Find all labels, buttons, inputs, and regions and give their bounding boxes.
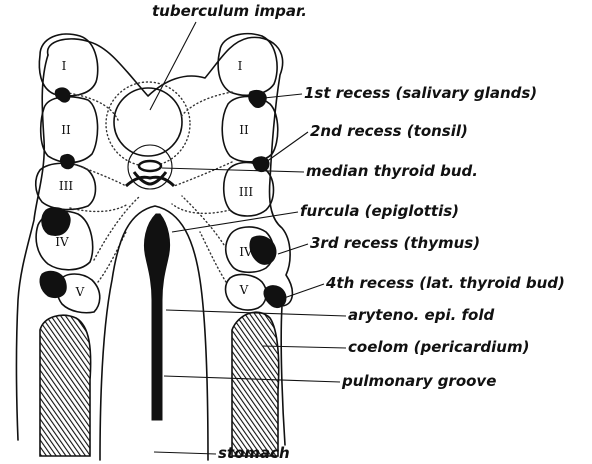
leader-stomach xyxy=(154,452,216,454)
arch-numeral-left-IV: IV xyxy=(55,235,69,249)
left-coelom xyxy=(40,315,91,456)
leader-tuberculum-impar xyxy=(150,22,196,110)
label-coelom: coelom (pericardium) xyxy=(348,338,529,356)
right-arch-I xyxy=(218,34,277,96)
arch-numeral-left-V: V xyxy=(75,285,85,299)
pulmonary-groove xyxy=(144,214,169,420)
left-recess-4 xyxy=(40,271,66,297)
tuberculum-inner-outline xyxy=(106,82,190,166)
leader-furcula xyxy=(172,212,298,232)
label-median-thyroid: median thyroid bud. xyxy=(306,162,478,180)
left-recess-3 xyxy=(42,208,70,236)
label-recess-3: 3rd recess (thymus) xyxy=(310,234,480,252)
label-tuberculum-impar: tuberculum impar. xyxy=(152,2,307,20)
label-furcula: furcula (epiglottis) xyxy=(300,202,459,220)
label-recess-2: 2nd recess (tonsil) xyxy=(310,122,468,140)
leader-recess-4 xyxy=(284,284,324,298)
arch-numeral-right-II: II xyxy=(239,123,249,137)
arch-numeral-right-V: V xyxy=(239,283,249,297)
leader-recess-1 xyxy=(264,94,302,98)
left-recess-2 xyxy=(61,154,75,168)
arch-numeral-left-III: III xyxy=(59,179,73,193)
right-coelom xyxy=(232,312,279,456)
left-recess-1 xyxy=(55,88,70,102)
label-recess-1: 1st recess (salivary glands) xyxy=(304,84,537,102)
leader-recess-3 xyxy=(278,244,308,254)
median-thyroid-bud xyxy=(139,161,161,171)
arch-numeral-left-I: I xyxy=(62,59,67,73)
right-recess-4 xyxy=(264,286,286,308)
right-recess-2 xyxy=(253,157,269,172)
arch-numeral-right-III: III xyxy=(239,185,253,199)
right-recess-1 xyxy=(249,90,267,107)
label-pulmonary-groove: pulmonary groove xyxy=(341,372,496,390)
median-thyroid-bud-lines xyxy=(126,172,174,186)
floor-stipple-upper xyxy=(62,92,232,213)
arch-numeral-left-II: II xyxy=(61,123,71,137)
arch-numeral-right-I: I xyxy=(238,59,243,73)
left-arch-I xyxy=(39,34,97,96)
label-aryteno-epi-fold: aryteno. epi. fold xyxy=(348,306,494,324)
label-stomach: stomach xyxy=(218,444,290,462)
label-recess-4: 4th recess (lat. thyroid bud) xyxy=(325,274,565,292)
right-arch-II xyxy=(222,97,278,162)
tuberculum-impar-body xyxy=(114,88,182,156)
arch-numeral-right-IV: IV xyxy=(239,245,253,259)
leader-median-thyroid xyxy=(162,168,304,172)
